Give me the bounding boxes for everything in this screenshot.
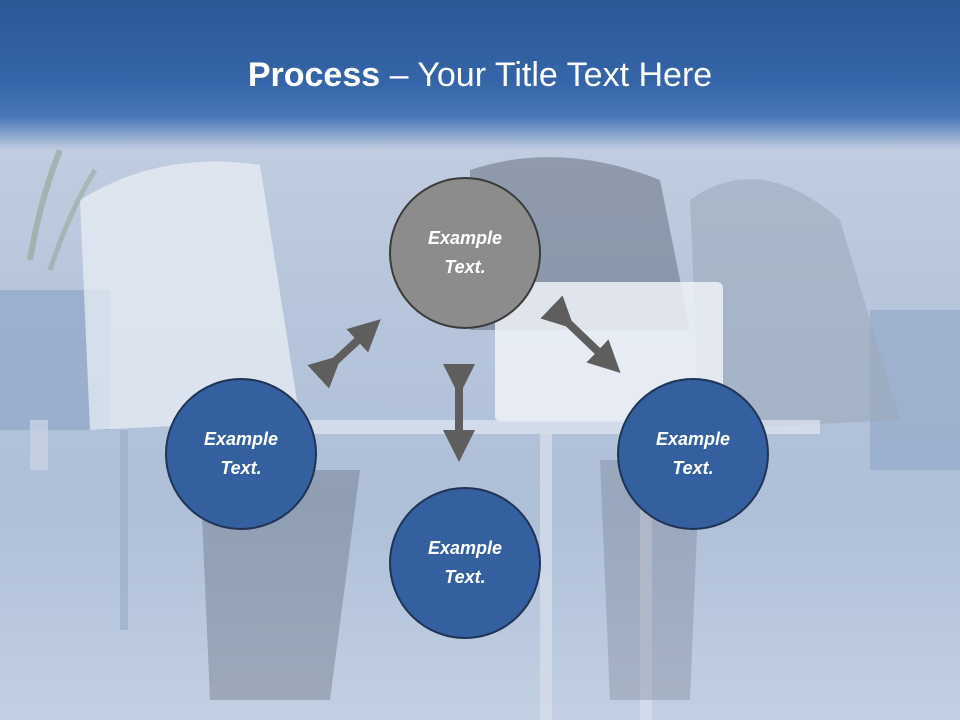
process-node-right[interactable]: Example Text. xyxy=(617,378,769,530)
node-right-text: Example Text. xyxy=(655,429,731,478)
process-node-bottom[interactable]: Example Text. xyxy=(389,487,541,639)
title-bar xyxy=(0,0,960,150)
arrow-top-right xyxy=(540,295,621,374)
process-node-left[interactable]: Example Text. xyxy=(165,378,317,530)
node-left-text: Example Text. xyxy=(203,429,279,478)
node-bottom-text: Example Text. xyxy=(427,538,503,587)
process-node-top[interactable]: Example Text. xyxy=(389,177,541,329)
title-rest: – Your Title Text Here xyxy=(380,56,713,94)
title-bold: Process xyxy=(247,56,381,94)
arrow-top-left xyxy=(307,319,381,389)
slide-title[interactable]: Process – Your Title Text Here xyxy=(0,52,960,98)
node-top-text: Example Text. xyxy=(427,228,503,277)
